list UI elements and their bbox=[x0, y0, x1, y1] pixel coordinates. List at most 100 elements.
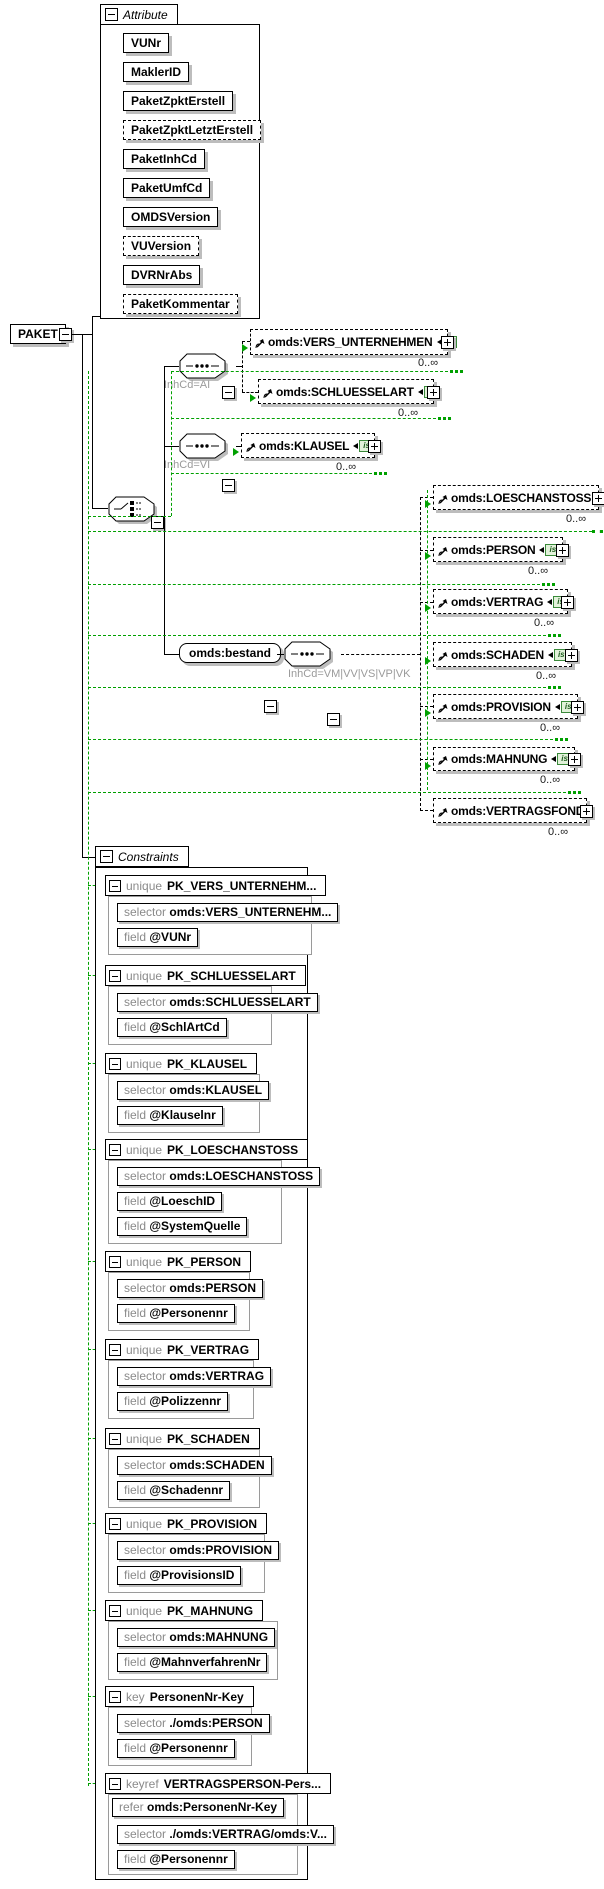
collapse-minus-icon[interactable] bbox=[109, 1432, 121, 1445]
selector-row[interactable]: selector omds:PROVISION bbox=[117, 1541, 280, 1560]
attr-paketinhcd[interactable]: PaketInhCd bbox=[123, 149, 206, 169]
attr-dvrnrabs[interactable]: DVRNrAbs bbox=[123, 265, 201, 285]
selector-row[interactable]: selector omds:VERS_UNTERNEHM... bbox=[117, 903, 339, 922]
collapse-minus-icon[interactable] bbox=[105, 8, 118, 21]
element-omds-provision[interactable]: omds:PROVISION is bbox=[433, 694, 584, 719]
element-omds-klausel[interactable]: omds:KLAUSEL is bbox=[241, 433, 381, 458]
expand-plus-icon[interactable] bbox=[368, 440, 381, 453]
connector-line bbox=[164, 366, 179, 367]
collapse-minus-icon[interactable] bbox=[109, 1517, 121, 1530]
constraint-keyref-vertragsperson[interactable]: keyref VERTRAGSPERSON-Pers... bbox=[105, 1773, 332, 1794]
selector-row[interactable]: selector omds:KLAUSEL bbox=[117, 1081, 270, 1100]
field-row[interactable]: field @MahnverfahrenNr bbox=[117, 1653, 268, 1672]
attr-paketkommentar[interactable]: PaketKommentar bbox=[123, 294, 238, 314]
attr-maklerid[interactable]: MaklerID bbox=[123, 62, 190, 82]
element-omds-loeschanstoss[interactable]: omds:LOESCHANSTOSS is bbox=[433, 485, 604, 510]
constraint-unique-pk-provision[interactable]: unique PK_PROVISION bbox=[105, 1513, 268, 1534]
constraints-section-tab[interactable]: Constraints bbox=[95, 846, 189, 867]
paket-collapse-minus-icon[interactable] bbox=[59, 328, 72, 341]
field-row[interactable]: field @Personennr bbox=[117, 1739, 235, 1758]
collapse-minus-icon[interactable] bbox=[100, 850, 113, 863]
attr-paketzpkterstell[interactable]: PaketZpktErstell bbox=[123, 91, 234, 111]
field-row[interactable]: field @Personennr bbox=[117, 1850, 235, 1869]
choice-collapse-minus-icon[interactable] bbox=[151, 516, 164, 529]
expand-plus-icon[interactable] bbox=[427, 386, 440, 399]
attr-omdsversion[interactable]: OMDSVersion bbox=[123, 207, 219, 227]
constraint-unique-pk-person[interactable]: unique PK_PERSON bbox=[105, 1251, 252, 1272]
selector-row[interactable]: selector omds:LOESCHANSTOSS bbox=[117, 1167, 321, 1186]
field-row[interactable]: field @VUNr bbox=[117, 928, 199, 947]
attr-vunr[interactable]: VUNr bbox=[123, 33, 170, 53]
element-reference-icon bbox=[438, 546, 448, 556]
constraint-name: PersonenNr-Key bbox=[149, 1689, 244, 1704]
expand-plus-icon[interactable] bbox=[565, 649, 578, 662]
expand-plus-icon[interactable] bbox=[592, 492, 604, 505]
field-row[interactable]: field @ProvisionsID bbox=[117, 1566, 242, 1585]
element-omds-bestand[interactable]: omds:bestand bbox=[179, 643, 282, 663]
constraint-name: PK_KLAUSEL bbox=[167, 1056, 248, 1071]
attr-vuversion[interactable]: VUVersion bbox=[123, 236, 200, 256]
expand-plus-icon[interactable] bbox=[568, 753, 581, 766]
attr-paketumfcd[interactable]: PaketUmfCd bbox=[123, 178, 211, 198]
refer-row[interactable]: refer omds:PersonenNr-Key bbox=[112, 1798, 285, 1817]
expand-plus-icon[interactable] bbox=[580, 805, 593, 818]
element-omds-mahnung[interactable]: omds:MAHNUNG is bbox=[433, 747, 581, 771]
collapse-minus-icon[interactable] bbox=[109, 1690, 121, 1703]
selector-row[interactable]: selector omds:SCHADEN bbox=[117, 1456, 272, 1475]
constraint-unique-pk-vers-unternehmen[interactable]: unique PK_VERS_UNTERNEHM... bbox=[105, 875, 327, 896]
collapse-minus-icon[interactable] bbox=[109, 1143, 121, 1156]
constraint-unique-pk-vertrag[interactable]: unique PK_VERTRAG bbox=[105, 1339, 260, 1360]
collapse-minus-icon[interactable] bbox=[109, 969, 121, 982]
expand-plus-icon[interactable] bbox=[571, 701, 584, 714]
element-omds-vertrag[interactable]: omds:VERTRAG is bbox=[433, 589, 574, 614]
selector-row[interactable]: selector ./omds:PERSON bbox=[117, 1714, 270, 1733]
constraint-unique-pk-mahnung[interactable]: unique PK_MAHNUNG bbox=[105, 1600, 264, 1621]
choice-compositor-icon[interactable] bbox=[108, 496, 160, 526]
collapse-minus-icon[interactable] bbox=[109, 1777, 121, 1790]
constraint-unique-pk-klausel[interactable]: unique PK_KLAUSEL bbox=[105, 1053, 258, 1074]
sequence-compositor-icon[interactable] bbox=[284, 641, 336, 671]
expand-plus-icon[interactable] bbox=[561, 596, 574, 609]
constraint-link-line bbox=[171, 371, 448, 372]
field-row[interactable]: field @Klauselnr bbox=[117, 1106, 223, 1125]
constraint-unique-pk-schluesselart[interactable]: unique PK_SCHLUESSELART bbox=[105, 965, 306, 986]
field-row[interactable]: field @Personennr bbox=[117, 1304, 235, 1323]
field-keyword: field bbox=[124, 1741, 147, 1755]
element-omds-person[interactable]: omds:PERSON is bbox=[433, 537, 569, 562]
selector-row[interactable]: selector omds:SCHLUESSELART bbox=[117, 993, 318, 1012]
constraint-key-personennr-key[interactable]: key PersonenNr-Key bbox=[105, 1686, 254, 1707]
constraint-unique-pk-schaden[interactable]: unique PK_SCHADEN bbox=[105, 1428, 260, 1449]
field-row[interactable]: field @LoeschID bbox=[117, 1192, 223, 1211]
sequence-ai-minus-icon[interactable] bbox=[222, 386, 235, 399]
element-omds-vers-unternehmen[interactable]: omds:VERS_UNTERNEHMEN is bbox=[250, 329, 458, 355]
field-row[interactable]: field @Polizzennr bbox=[117, 1392, 229, 1411]
sequence-compositor-icon[interactable] bbox=[179, 353, 231, 383]
expand-plus-icon[interactable] bbox=[556, 544, 569, 557]
expand-plus-icon[interactable] bbox=[441, 336, 454, 349]
attr-paketzpktletzterstell[interactable]: PaketZpktLetztErstell bbox=[123, 120, 262, 140]
element-omds-vertragsfonds[interactable]: omds:VERTRAGSFONDS bbox=[433, 798, 593, 823]
bestand-collapse-minus-icon[interactable] bbox=[264, 700, 277, 713]
selector-row[interactable]: selector omds:PERSON bbox=[117, 1279, 264, 1298]
selector-row[interactable]: selector omds:VERTRAG bbox=[117, 1367, 272, 1386]
sequence-compositor-icon[interactable] bbox=[179, 433, 231, 463]
field-row[interactable]: field @Schadennr bbox=[117, 1481, 231, 1500]
collapse-minus-icon[interactable] bbox=[109, 879, 121, 892]
collapse-minus-icon[interactable] bbox=[109, 1255, 121, 1268]
field-row[interactable]: field @SchlArtCd bbox=[117, 1018, 227, 1037]
field-row[interactable]: field @SystemQuelle bbox=[117, 1217, 248, 1236]
element-omds-schaden[interactable]: omds:SCHADEN is bbox=[433, 642, 578, 667]
bestand-sequence-minus-icon[interactable] bbox=[327, 713, 340, 726]
element-reference-icon bbox=[263, 388, 273, 398]
sequence-vi-minus-icon[interactable] bbox=[222, 479, 235, 492]
attribute-section-tab[interactable]: Attribute bbox=[100, 4, 178, 25]
collapse-minus-icon[interactable] bbox=[109, 1057, 121, 1070]
connector-line bbox=[242, 392, 258, 393]
element-omds-schluesselart[interactable]: omds:SCHLUESSELART is bbox=[258, 379, 440, 404]
element-paket[interactable]: PAKET bbox=[10, 324, 66, 344]
collapse-minus-icon[interactable] bbox=[109, 1604, 121, 1617]
selector-row[interactable]: selector ./omds:VERTRAG/omds:V... bbox=[117, 1825, 334, 1844]
constraint-unique-pk-loeschanstoss[interactable]: unique PK_LOESCHANSTOSS bbox=[105, 1139, 309, 1160]
selector-row[interactable]: selector omds:MAHNUNG bbox=[117, 1628, 276, 1647]
collapse-minus-icon[interactable] bbox=[109, 1343, 121, 1356]
